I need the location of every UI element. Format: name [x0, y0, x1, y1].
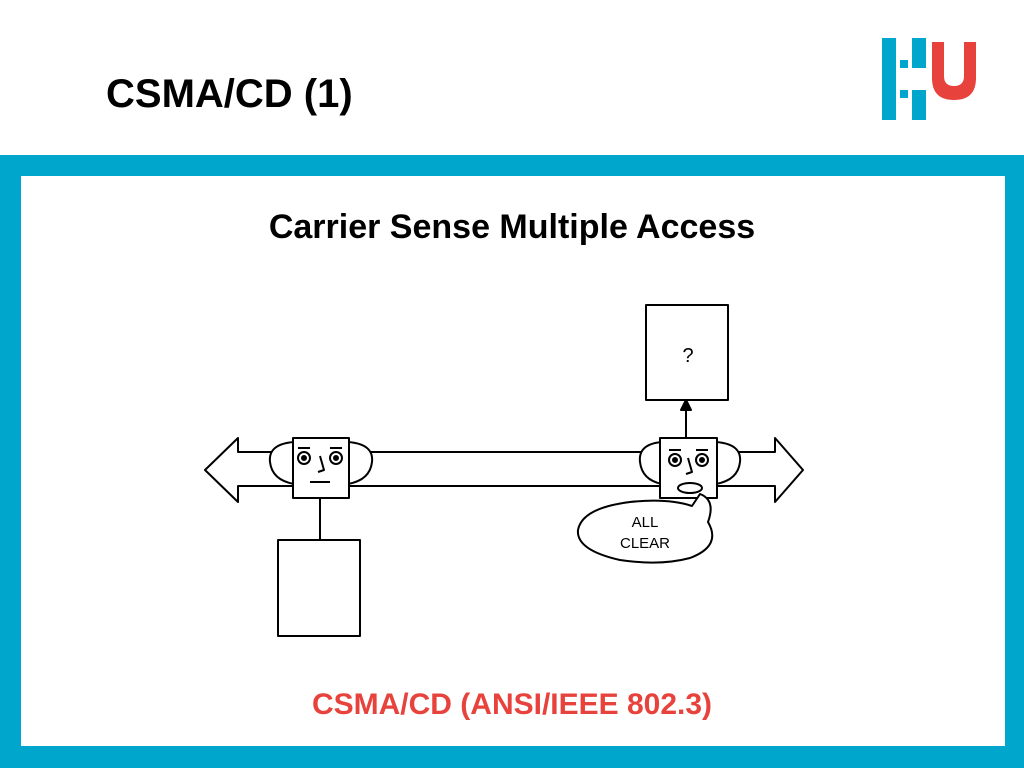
footer-note: CSMA/CD (ANSI/IEEE 802.3)	[311, 688, 713, 721]
speech-bubble-line1: ALL	[632, 514, 659, 531]
right-station-ear-right	[715, 441, 742, 485]
speech-bubble-line2: CLEAR	[620, 535, 670, 552]
left-station-ear-right	[347, 441, 374, 485]
slide-subtitle: Carrier Sense Multiple Access	[268, 208, 756, 246]
university-logo	[882, 38, 976, 120]
slide-title: CSMA/CD (1)	[106, 72, 353, 116]
left-station-ear-left	[268, 441, 295, 485]
left-station-box	[277, 539, 361, 637]
speech-bubble	[576, 493, 714, 564]
receiver-box-label: ?	[682, 345, 693, 367]
receiver-box	[645, 304, 729, 401]
right-station-ear-left	[638, 441, 663, 485]
